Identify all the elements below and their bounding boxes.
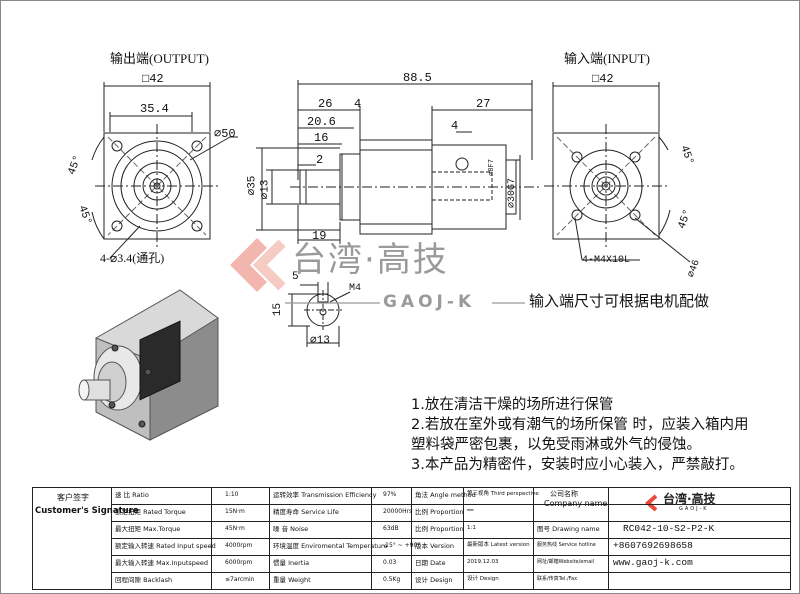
input-view bbox=[544, 82, 691, 263]
title-row-1-value2: 20000Hrs bbox=[383, 508, 413, 515]
side-2-dim: 2 bbox=[316, 153, 324, 167]
shaft-section bbox=[288, 282, 351, 347]
title-row-5-param2: 重量 Weight bbox=[273, 576, 311, 584]
signature-label-cn: 客户签字 bbox=[57, 493, 89, 502]
side-4a-dim: 4 bbox=[354, 97, 362, 111]
title-row-2-param2: 噪 音 Noise bbox=[273, 525, 309, 533]
shaft-m4-dim: M4 bbox=[349, 283, 362, 294]
hotline-value: +8607692698658 bbox=[613, 540, 693, 551]
title-row-4-param3: 日期 Date bbox=[415, 559, 446, 567]
title-row-3-param2: 环境温度 Enviromental Temperature bbox=[273, 542, 388, 550]
title-row-0-param: 速 比 Ratio bbox=[115, 491, 149, 499]
output-35-dim: 35.4 bbox=[140, 102, 169, 116]
side-20-6-dim: 20.6 bbox=[307, 115, 336, 129]
title-row-4-value: 6000rpm bbox=[225, 559, 253, 566]
input-square-dim: □42 bbox=[592, 72, 614, 86]
title-row-0-value3: 第三视角 Third perspective bbox=[467, 491, 539, 497]
drawing-label: 图号 Drawing name bbox=[537, 525, 600, 533]
title-row-4-param: 最大输入转速 Max.Inputspeed bbox=[115, 559, 209, 567]
output-dia50-dim: ⌀50 bbox=[214, 127, 236, 141]
title-row-2-param: 最大扭矩 Max.Torque bbox=[115, 525, 181, 533]
side-19-dim: 19 bbox=[312, 229, 327, 243]
input-view-title: 输入端(INPUT) bbox=[564, 51, 650, 66]
watermark-logo-mark bbox=[230, 238, 525, 304]
title-row-5-value3: 设计 Design bbox=[467, 576, 499, 582]
title-row-1-param2: 精度寿命 Service Life bbox=[273, 508, 339, 516]
watermark-brand-cn: 台湾·高技 bbox=[292, 240, 449, 280]
side-dia13-dim: ⌀13 bbox=[259, 179, 272, 200]
title-row-2-value: 45N·m bbox=[225, 525, 245, 532]
side-dia8-dim: ⌀8F7 bbox=[487, 159, 496, 176]
side-dia35-dim: ⌀35 bbox=[246, 175, 259, 196]
tel-label: 联系/传真Tel./Fax bbox=[537, 576, 578, 582]
title-row-1-value: 15N·m bbox=[225, 508, 245, 515]
title-row-4-value2: 0.03 bbox=[383, 559, 397, 566]
output-view bbox=[91, 82, 238, 259]
title-row-0-value: 1:10 bbox=[225, 491, 239, 498]
title-row-2-value3: 1:1 bbox=[467, 525, 476, 531]
company-logo-cn: 台湾·高技 bbox=[663, 492, 716, 506]
title-row-3-value3: 最新版本 Latest version bbox=[467, 542, 530, 548]
side-16-dim: 16 bbox=[314, 131, 329, 145]
watermark-brand-en: GAOJ-K bbox=[383, 292, 476, 312]
company-label-cn: 公司名称 bbox=[550, 490, 578, 498]
shaft-dia13-dim: ⌀13 bbox=[310, 335, 330, 347]
isometric-view bbox=[78, 289, 219, 441]
title-row-4-value3: 2019.12.03 bbox=[467, 559, 499, 565]
title-row-1-value3: ══ bbox=[467, 508, 474, 514]
web-value: www.gaoj-k.com bbox=[613, 557, 693, 568]
title-row-0-value2: 97% bbox=[383, 491, 397, 498]
title-row-5-value2: 0.5Kg bbox=[383, 576, 401, 583]
title-row-2-param3: 比例 Proportion bbox=[415, 525, 464, 533]
title-row-5-param: 回程间隙 Backlash bbox=[115, 576, 173, 584]
title-row-4-param2: 惯量 Inertia bbox=[273, 559, 310, 567]
side-dia30-dim: ⌀30G7 bbox=[507, 177, 519, 209]
company-logo-en: GAOJ-K bbox=[679, 506, 709, 512]
side-27-dim: 27 bbox=[476, 97, 491, 111]
title-row-5-param3: 设计 Design bbox=[415, 576, 453, 584]
output-view-title: 输出端(OUTPUT) bbox=[110, 51, 209, 66]
drawing-name: RC042-10-S2-P2-K bbox=[623, 523, 715, 534]
title-row-3-value: 4000rpm bbox=[225, 542, 253, 549]
output-square-dim: □42 bbox=[142, 72, 164, 86]
side-4b-dim: 4 bbox=[451, 119, 459, 133]
note-2: 2.若放在室外或有潮气的场所保管 时，应装入箱内用 bbox=[411, 417, 749, 433]
hotline-label: 服务热线 Service hotline bbox=[537, 542, 596, 548]
title-row-1-param3: 比例 Proportion bbox=[415, 508, 464, 516]
side-view bbox=[256, 80, 540, 244]
title-row-2-value2: 63dB bbox=[383, 525, 399, 532]
shaft-15-dim: 15 bbox=[272, 302, 285, 317]
title-row-3-value2: -15° ~ +90° bbox=[383, 542, 421, 549]
title-block: 客户签字 Customer's Signature 速 比 Ratio 1:10 运… bbox=[32, 487, 791, 590]
output-holes-dim: 4-⌀3.4(通孔) bbox=[100, 251, 165, 265]
note-3: 3.本产品为精密件，安装时应小心装入，严禁敲打。 bbox=[411, 457, 744, 473]
title-row-5-value: ≤7arcmin bbox=[225, 576, 255, 583]
signature-label-en: Customer's Signature bbox=[35, 506, 139, 516]
company-label-en: Company name bbox=[544, 499, 608, 508]
note-1: 1.放在清洁干燥的场所进行保管 bbox=[411, 397, 614, 413]
title-row-1-param: 额定扭矩 Rated Torque bbox=[115, 508, 186, 516]
title-row-0-param2: 运转效率 Transmission Efficiency bbox=[273, 491, 377, 499]
note-2-cont: 塑料袋严密包裹，以免受雨淋或外气的侵蚀。 bbox=[411, 437, 701, 453]
side-total-dim: 88.5 bbox=[403, 71, 432, 85]
title-row-0-param3: 角法 Angle method bbox=[415, 491, 476, 499]
title-row-3-param: 额定输入转速 Rated Input speed bbox=[115, 542, 216, 550]
side-26-dim: 26 bbox=[318, 97, 333, 111]
input-threads-dim: 4-M4X10L bbox=[582, 255, 631, 266]
title-row-3-param3: 版本 Version bbox=[415, 542, 454, 550]
input-note: 输入端尺寸可根据电机配做 bbox=[529, 292, 710, 310]
shaft-5-dim: 5 bbox=[292, 271, 299, 283]
company-logo-mark bbox=[644, 494, 658, 512]
web-label: 网址/邮箱Website/email bbox=[537, 559, 595, 565]
